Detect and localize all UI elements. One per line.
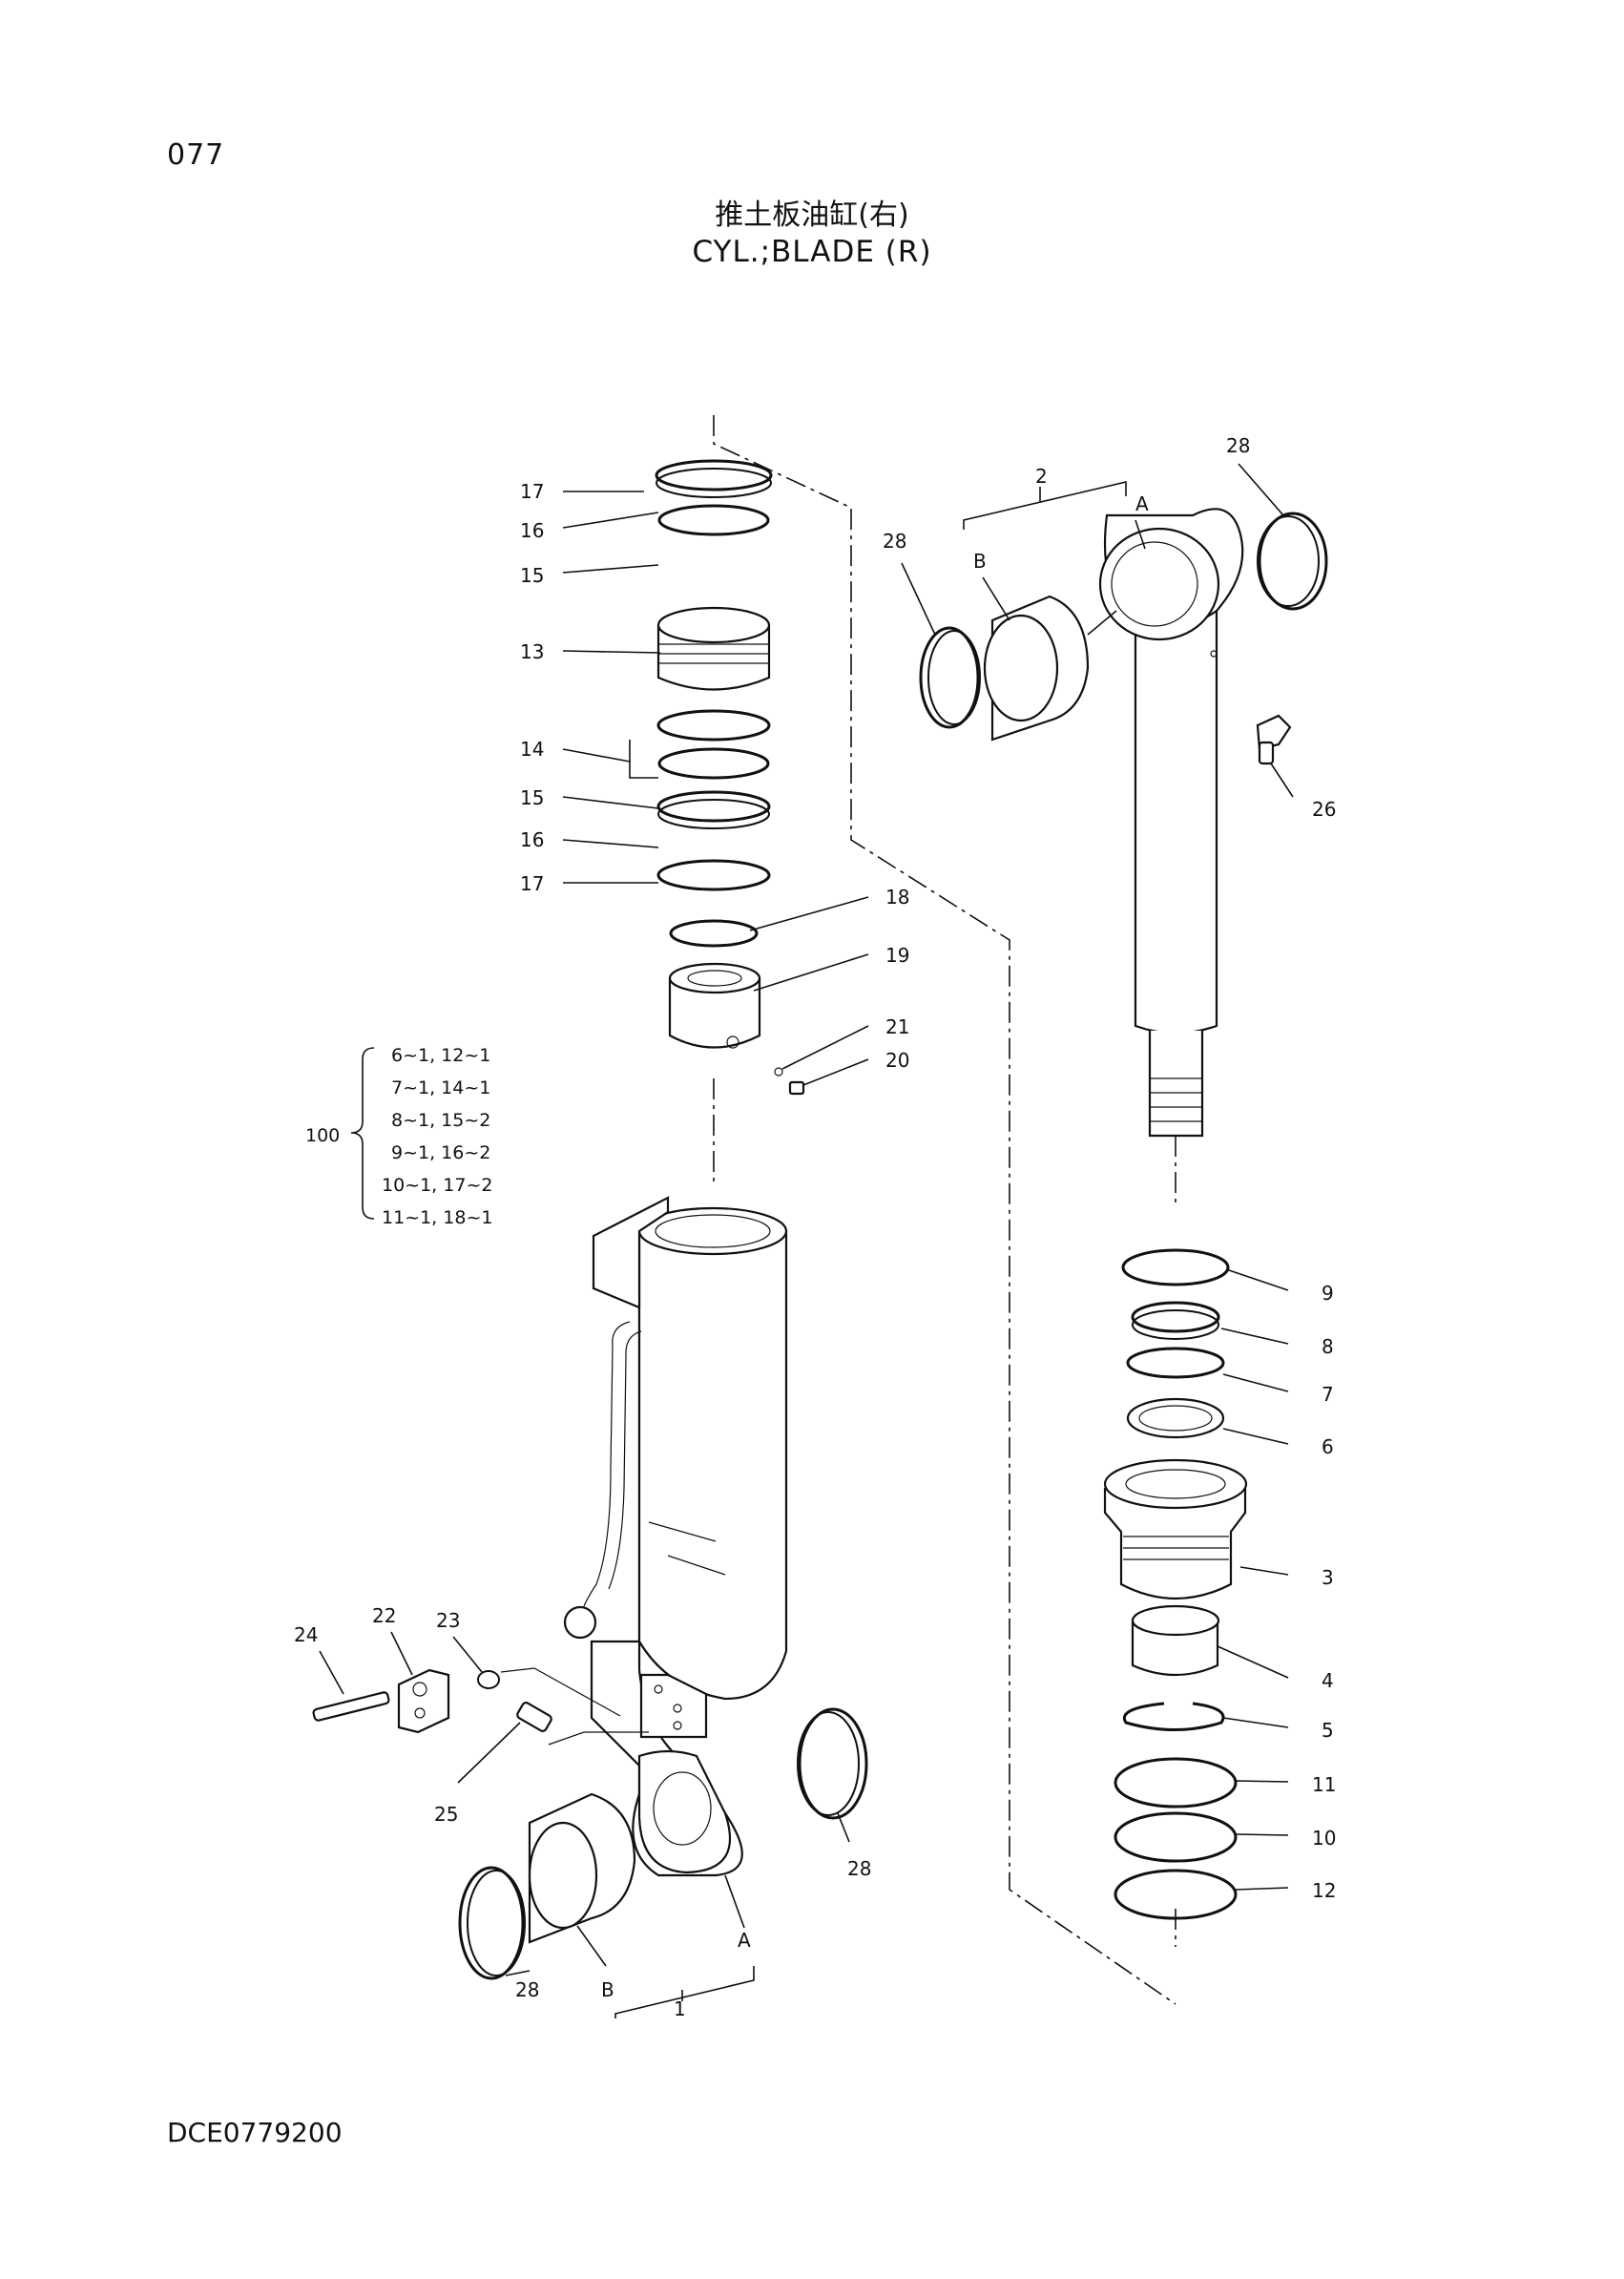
callout-17: 17 <box>520 872 544 895</box>
bottom-bushings <box>458 1707 868 1980</box>
callout-8: 8 <box>1322 1335 1334 1358</box>
callout-6: 6 <box>1322 1435 1334 1458</box>
seal-kit-row: 9~1, 16~2 <box>391 1142 490 1163</box>
callout-b-top: B <box>973 550 987 573</box>
seal-kit-number: 100 <box>305 1125 340 1146</box>
title-chinese: 推土板油缸(右) <box>715 199 909 232</box>
callout-15: 15 <box>520 564 544 587</box>
callout-28: 28 <box>847 1857 871 1880</box>
seal-kit-row: 6~1, 12~1 <box>391 1045 490 1066</box>
callout-4: 4 <box>1322 1669 1334 1692</box>
callout-10: 10 <box>1312 1827 1336 1850</box>
callout-a-bottom: A <box>738 1929 751 1952</box>
callout-14: 14 <box>520 738 544 761</box>
callout-22: 22 <box>372 1604 396 1627</box>
callout-7: 7 <box>1322 1383 1334 1406</box>
callout-28: 28 <box>515 1978 539 2001</box>
callout-21: 21 <box>885 1015 909 1038</box>
callout-b-bottom: B <box>601 1978 614 2001</box>
callout-24: 24 <box>294 1623 318 1646</box>
leader-lines <box>319 463 1294 2018</box>
seal-kit-group: 100 6~1, 12~1 7~1, 14~1 8~1, 15~2 9~1, 1… <box>305 1045 492 1228</box>
title-english: CYL.;BLADE (R) <box>692 235 932 269</box>
callout-17: 17 <box>520 480 544 503</box>
callout-2: 2 <box>1035 465 1048 488</box>
rod-gland-seal-stack <box>1103 1248 1248 1920</box>
callout-20: 20 <box>885 1049 909 1072</box>
callout-11: 11 <box>1312 1773 1336 1796</box>
top-bushings <box>919 512 1328 742</box>
callout-13: 13 <box>520 640 544 663</box>
alignment-lines <box>713 415 1176 2005</box>
piston-rod-icon <box>1098 508 1292 1138</box>
callout-18: 18 <box>885 886 909 909</box>
callout-12: 12 <box>1312 1879 1336 1902</box>
callout-26: 26 <box>1312 798 1336 821</box>
callout-a-top: A <box>1135 492 1149 515</box>
page-number: 077 <box>167 138 225 172</box>
document-code: DCE0779200 <box>167 2117 343 2148</box>
seal-kit-brace <box>350 1047 375 1220</box>
callout-28: 28 <box>1226 434 1250 457</box>
port-fittings <box>312 1667 649 1746</box>
seal-kit-row: 11~1, 18~1 <box>382 1207 492 1228</box>
callout-15: 15 <box>520 786 544 809</box>
callout-1: 1 <box>674 1997 686 2020</box>
callout-9: 9 <box>1322 1282 1334 1305</box>
piston-seal-stack <box>655 459 805 1096</box>
callout-3: 3 <box>1322 1566 1334 1589</box>
callout-19: 19 <box>885 944 909 967</box>
callout-labels: 17 16 15 13 14 15 16 17 18 19 21 20 2 A … <box>294 434 1336 2020</box>
callout-16: 16 <box>520 828 544 851</box>
callout-23: 23 <box>436 1609 460 1632</box>
callout-28: 28 <box>883 530 906 553</box>
callout-16: 16 <box>520 519 544 542</box>
cylinder-tube-icon <box>563 1196 788 1877</box>
seal-kit-row: 8~1, 15~2 <box>391 1110 490 1131</box>
callout-25: 25 <box>434 1803 458 1826</box>
seal-kit-row: 7~1, 14~1 <box>391 1077 490 1098</box>
callout-5: 5 <box>1322 1719 1334 1742</box>
seal-kit-row: 10~1, 17~2 <box>382 1175 492 1196</box>
